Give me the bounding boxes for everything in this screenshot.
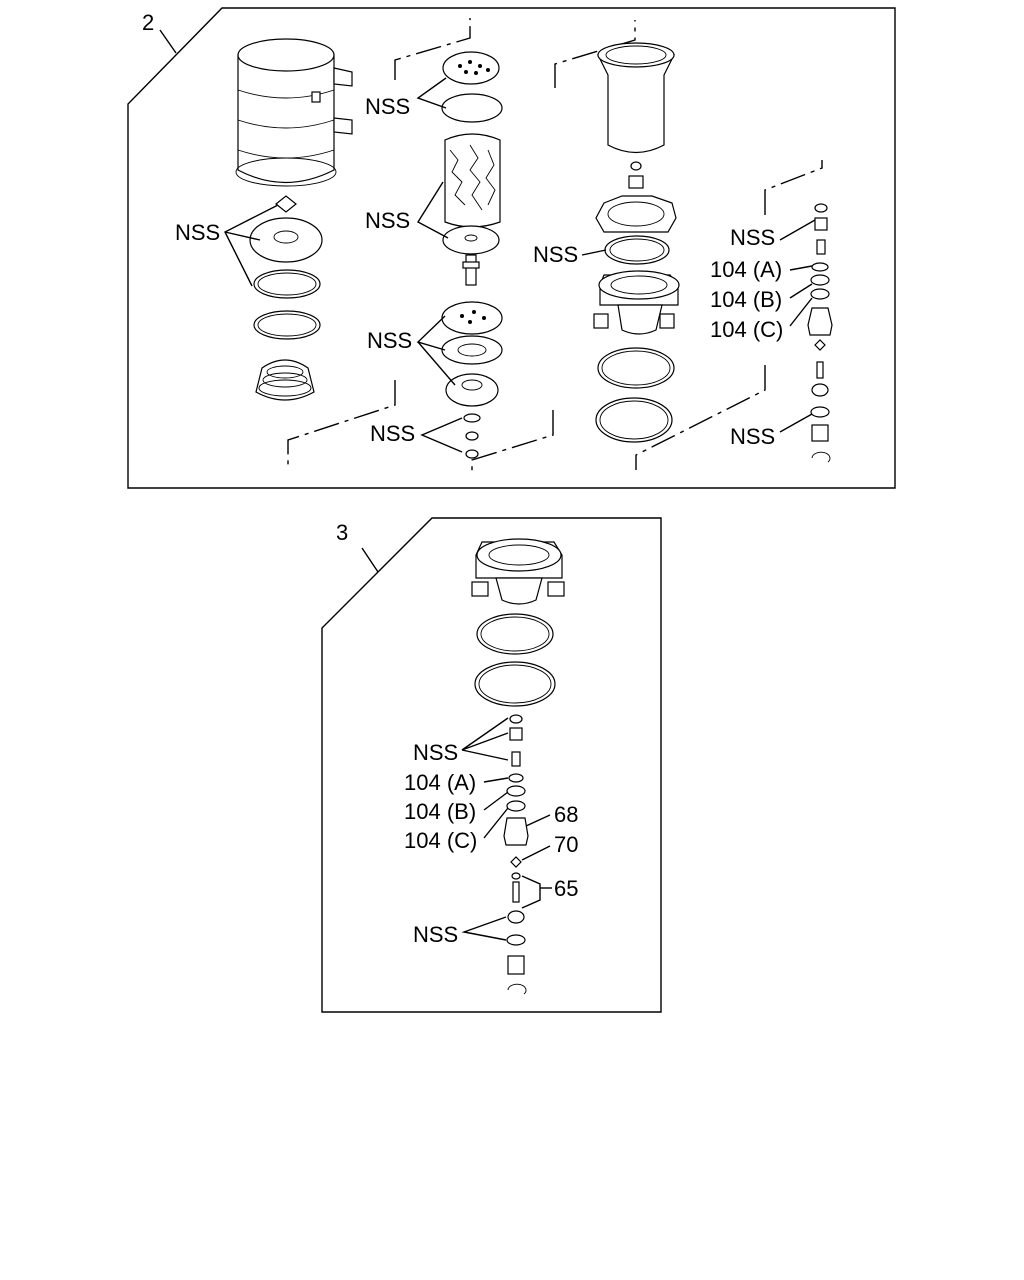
o-rings-right <box>595 347 675 443</box>
panel-2-leader <box>159 29 177 54</box>
leader-nss-filter <box>417 181 449 239</box>
filter-screen <box>441 51 503 123</box>
label-nss-right-bottom: NSS <box>730 424 775 449</box>
gasket <box>595 195 677 233</box>
small-nuts <box>463 413 481 459</box>
leader-nss-bottom-p3 <box>461 916 507 941</box>
label-104b-p2: 104 (B) <box>710 287 782 312</box>
panel-3-number: 3 <box>336 520 348 545</box>
bowl <box>597 42 675 154</box>
leader-nss-valve <box>416 315 446 351</box>
label-nss-plate: NSS <box>175 220 220 245</box>
label-104c-p2: 104 (C) <box>710 317 783 342</box>
leader-nss-left <box>581 249 607 256</box>
dash-top-mid <box>394 18 471 80</box>
dash-right-bottom <box>635 365 766 470</box>
label-nss-bottom-p3: NSS <box>413 922 458 947</box>
panel-3-frame <box>321 517 662 1013</box>
label-104b-p3: 104 (B) <box>404 799 476 824</box>
housing-head-3 <box>471 538 565 605</box>
panel-3: 3 <box>321 517 662 1013</box>
o-rings-left <box>253 269 321 340</box>
leader-65 <box>521 875 541 909</box>
label-68: 68 <box>554 802 578 827</box>
leader-nss-right-bottom <box>779 413 813 433</box>
valve-stack-2 <box>807 203 833 463</box>
center-bolt <box>462 254 480 286</box>
cover-plate <box>249 195 323 263</box>
label-104a-p3: 104 (A) <box>404 770 476 795</box>
leader-nss-top-p3 <box>461 717 509 751</box>
label-104c-p3: 104 (C) <box>404 828 477 853</box>
o-ring-housing <box>604 235 670 265</box>
label-70: 70 <box>554 832 578 857</box>
label-nss-valve: NSS <box>367 328 412 353</box>
valve-stack-3 <box>503 714 529 995</box>
label-nss-filter: NSS <box>365 208 410 233</box>
leader-nss-mid <box>420 417 463 453</box>
label-65: 65 <box>554 876 578 901</box>
dash-mid-bottom <box>471 410 554 475</box>
label-nss-bracket: NSS <box>365 94 410 119</box>
label-nss-mid: NSS <box>370 421 415 446</box>
label-104a-p2: 104 (A) <box>710 257 782 282</box>
label-nss-left: NSS <box>533 242 578 267</box>
canister <box>235 38 353 187</box>
panel-2-frame <box>127 7 896 489</box>
panel-2: 2 NSS <box>127 7 896 489</box>
label-nss-right-top: NSS <box>730 225 775 250</box>
o-rings-3 <box>474 613 556 707</box>
filter-element <box>442 133 501 255</box>
valve-plates <box>441 301 503 407</box>
leader-nss-right-top <box>779 219 816 241</box>
panel-2-number: 2 <box>142 10 154 35</box>
dash-far-right <box>764 160 823 215</box>
panel-3-leader <box>361 547 379 573</box>
dash-left-bottom <box>287 380 396 465</box>
leader-nss-bracket <box>416 77 447 109</box>
label-nss-top-p3: NSS <box>413 740 458 765</box>
housing-head <box>593 270 680 335</box>
spring <box>255 359 315 401</box>
dash-top-right <box>554 20 636 88</box>
bowl-fittings <box>628 161 644 189</box>
